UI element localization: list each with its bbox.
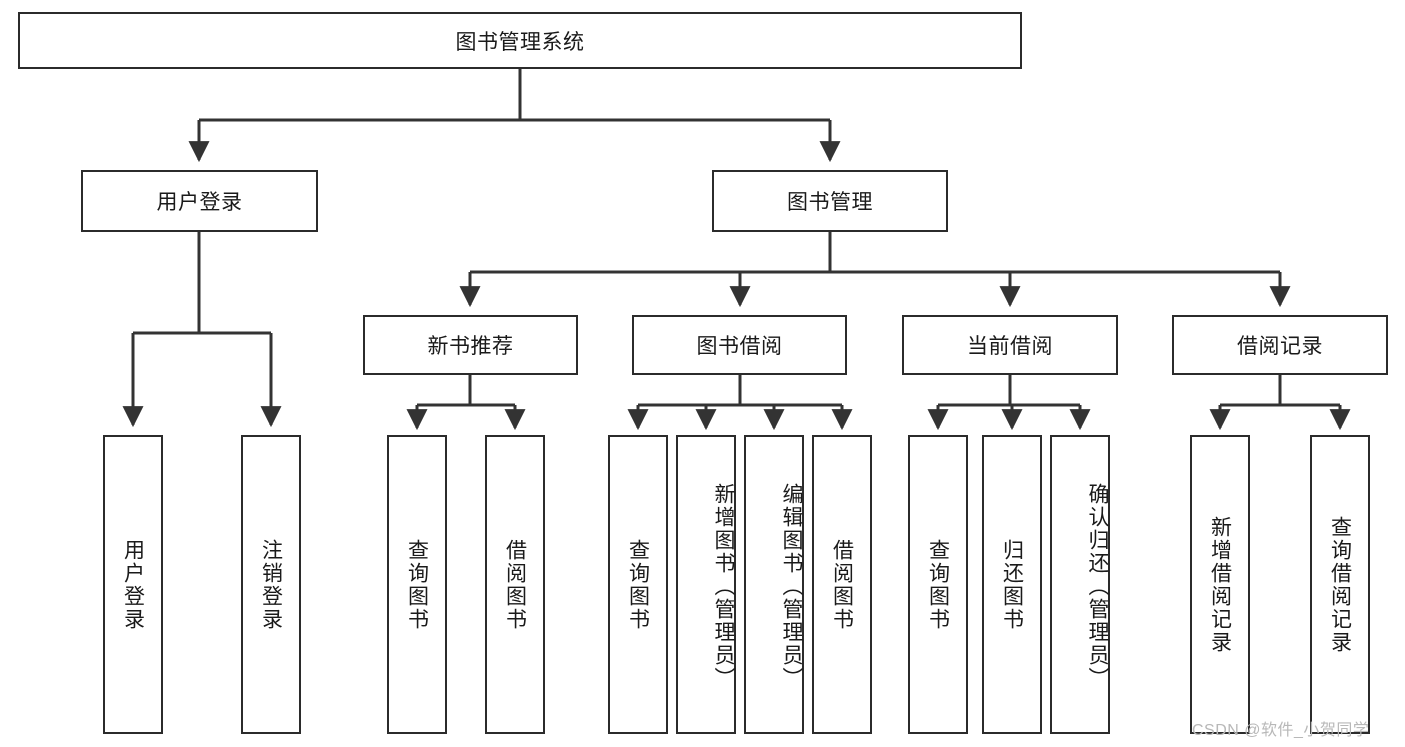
leaf-query-borrow-record[interactable]: 查询借阅记录 — [1310, 435, 1370, 734]
leaf-user-login[interactable]: 用户登录 — [103, 435, 163, 734]
node-book-borrow[interactable]: 图书借阅 — [632, 315, 847, 375]
leaf-return-book[interactable]: 归还图书 — [982, 435, 1042, 734]
node-current-borrow[interactable]: 当前借阅 — [902, 315, 1118, 375]
leaf-edit-book-admin[interactable]: 编辑图书（管理员） — [744, 435, 804, 734]
leaf-query-book-borrow[interactable]: 查询图书 — [608, 435, 668, 734]
csdn-watermark: CSDN @软件_小贺同学 — [1192, 722, 1370, 739]
leaf-add-borrow-record[interactable]: 新增借阅记录 — [1190, 435, 1250, 734]
leaf-borrow-book-recommend[interactable]: 借阅图书 — [485, 435, 545, 734]
leaf-user-logout[interactable]: 注销登录 — [241, 435, 301, 734]
node-user-login[interactable]: 用户登录 — [81, 170, 318, 232]
node-borrow-record[interactable]: 借阅记录 — [1172, 315, 1388, 375]
leaf-query-book-recommend[interactable]: 查询图书 — [387, 435, 447, 734]
node-book-manage[interactable]: 图书管理 — [712, 170, 948, 232]
leaf-query-book-current[interactable]: 查询图书 — [908, 435, 968, 734]
node-root[interactable]: 图书管理系统 — [18, 12, 1022, 69]
leaf-confirm-return-admin[interactable]: 确认归还（管理员） — [1050, 435, 1110, 734]
leaf-borrow-book[interactable]: 借阅图书 — [812, 435, 872, 734]
node-new-book-recommend[interactable]: 新书推荐 — [363, 315, 578, 375]
leaf-add-book-admin[interactable]: 新增图书（管理员） — [676, 435, 736, 734]
